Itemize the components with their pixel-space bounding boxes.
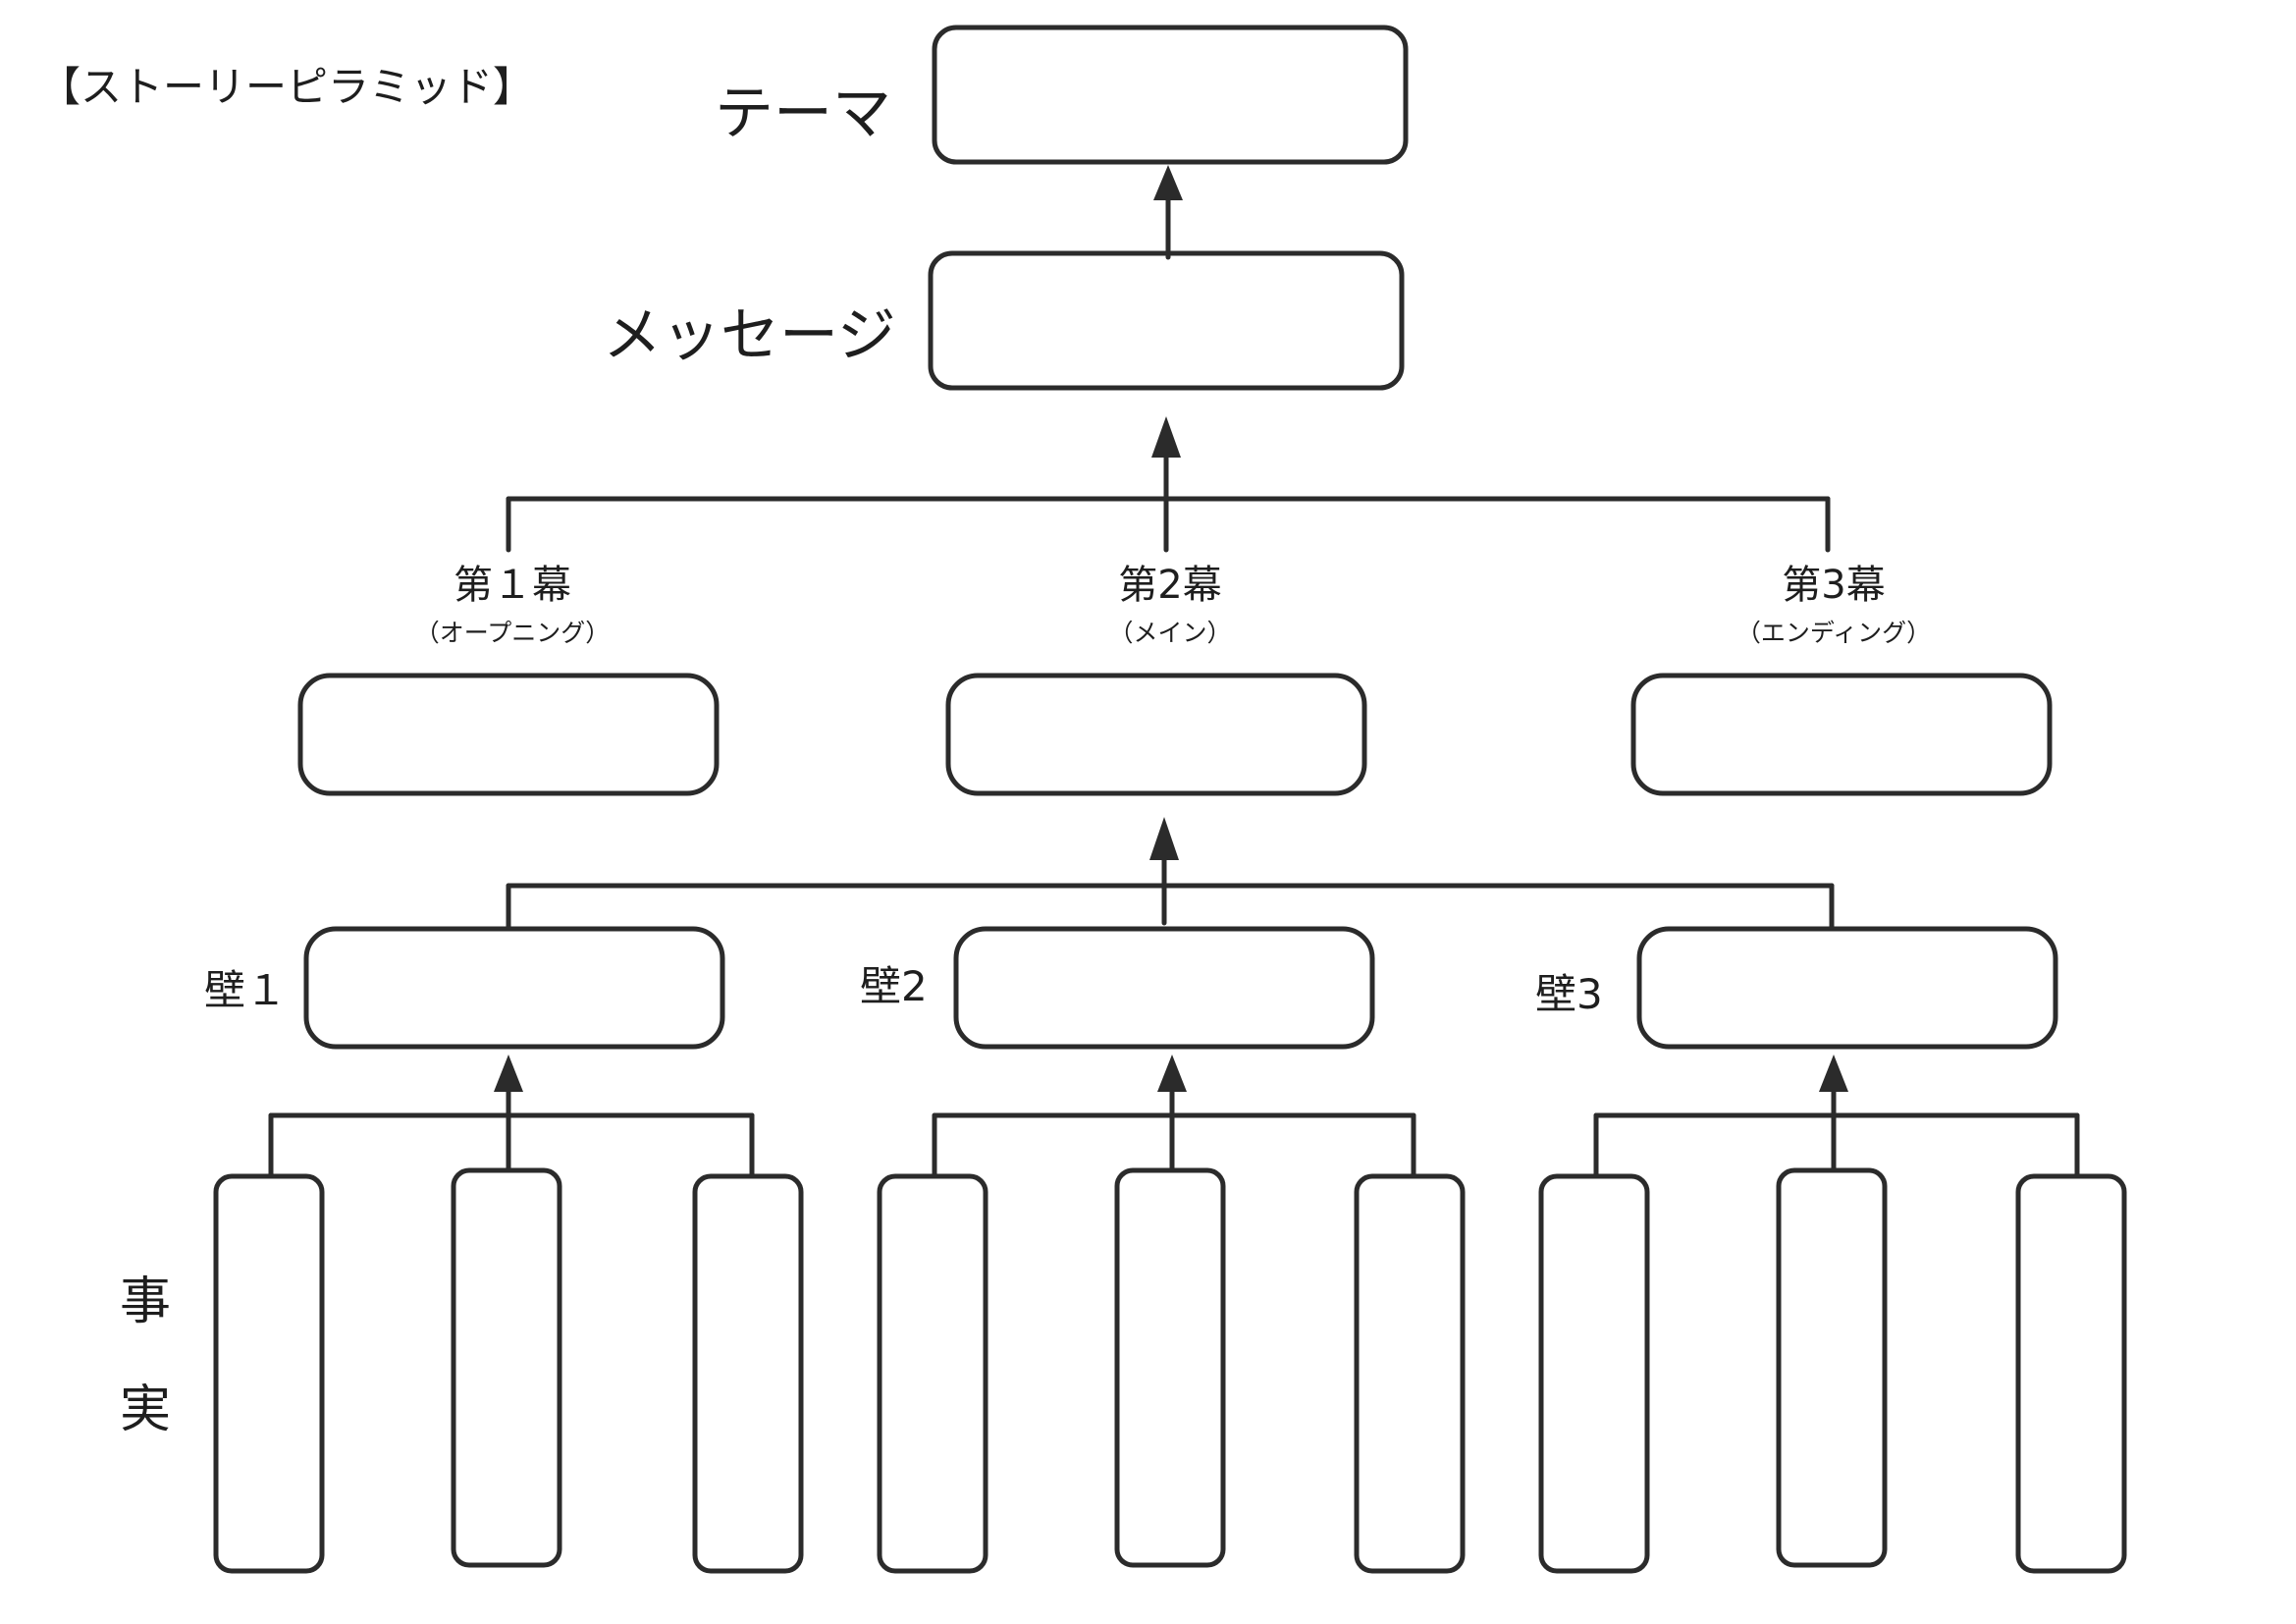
fact-box (213, 1173, 325, 1574)
arrowhead-icon (494, 1055, 523, 1092)
arrowhead-icon (1157, 1055, 1187, 1092)
wall-1-label: 壁１ (204, 966, 288, 1014)
act-3-label: 第3幕 (1782, 563, 1886, 608)
act-2-label: 第2幕 (1118, 563, 1222, 608)
facts-label-char-2: 実 (119, 1380, 171, 1439)
wall-2-label: 壁2 (860, 962, 928, 1010)
arrowhead-icon (1819, 1055, 1848, 1092)
arrowhead-icon (1153, 165, 1183, 200)
fact-box (1354, 1173, 1466, 1574)
theme-box (932, 25, 1409, 165)
fact-box (1538, 1173, 1650, 1574)
wall-2-box (953, 926, 1375, 1050)
arrowhead-icon (1151, 416, 1181, 458)
fact-box (2015, 1173, 2127, 1574)
message-label: メッセージ (603, 301, 896, 370)
arrowhead-icon (1149, 817, 1179, 860)
fact-box (692, 1173, 804, 1574)
act-3-sublabel: （エンディング） (1735, 619, 1932, 647)
facts-label-char-1: 事 (119, 1272, 171, 1331)
theme-label: テーマ (715, 80, 891, 148)
act-2-box (945, 673, 1367, 796)
diagram-title: 【ストーリーピラミッド】 (39, 63, 535, 111)
message-box (928, 250, 1405, 391)
wall-3-box (1636, 926, 2058, 1050)
fact-box (1114, 1167, 1226, 1568)
fact-box (877, 1173, 988, 1574)
act-1-sublabel: （オープニング） (414, 619, 611, 647)
wall-3-label: 壁3 (1535, 970, 1603, 1018)
act-1-box (297, 673, 720, 796)
act-3-box (1630, 673, 2053, 796)
fact-box (1776, 1167, 1888, 1568)
facts-label: 事 実 (116, 1276, 175, 1435)
act-1-label: 第１幕 (454, 563, 571, 608)
wall-1-box (303, 926, 725, 1050)
fact-box (451, 1167, 562, 1568)
act-2-sublabel: （メイン） (1108, 619, 1232, 647)
